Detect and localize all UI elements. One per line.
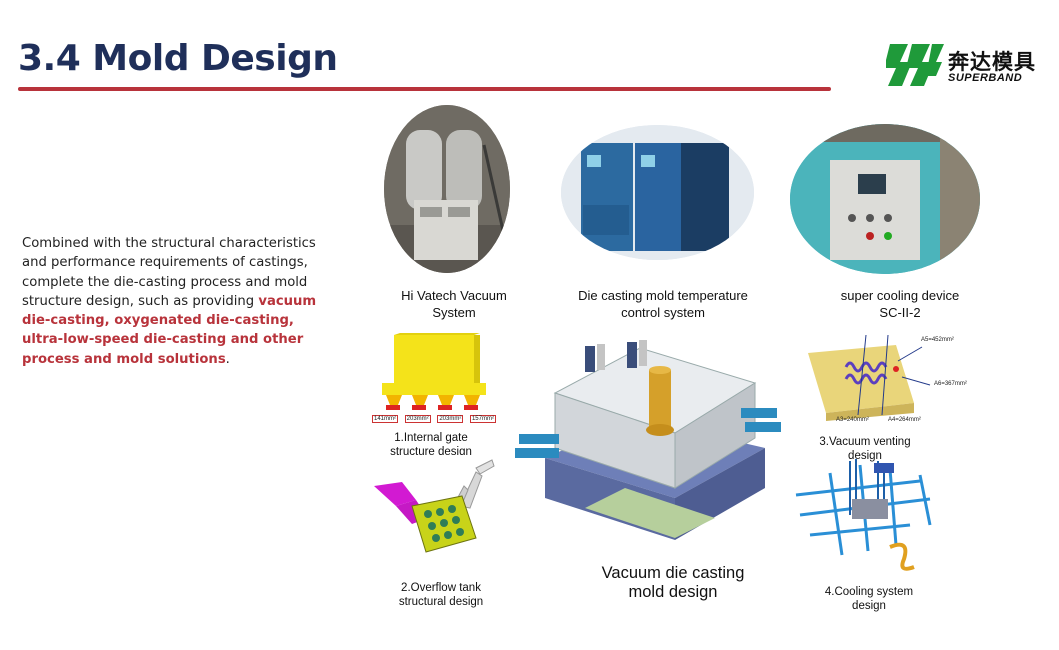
vacuum-venting-diagram: A5=452mm² A6=367mm² A3=240mm² A4=264mm² — [806, 333, 976, 428]
venting-label-a3: A3=240mm² — [836, 417, 869, 423]
cooling-device-caption: super cooling device SC-II-2 — [810, 287, 990, 321]
venting-label-a6: A6=367mm² — [934, 381, 967, 387]
overflow-tank-diagram — [372, 456, 498, 566]
description-highlight: vacuum die-casting, oxygenated die-casti… — [22, 293, 317, 367]
caption-line: 1.Internal gate — [394, 432, 468, 444]
venting-label-a5: A5=452mm² — [921, 337, 954, 343]
vacuum-mold-diagram — [515, 338, 785, 550]
title-underline — [18, 87, 831, 91]
caption-line: super cooling device — [840, 288, 960, 303]
caption-line: structural design — [398, 596, 484, 608]
vacuum-mold-caption: Vacuum die casting mold design — [580, 564, 766, 602]
cooling-system-caption: 4.Cooling system design — [806, 585, 932, 613]
gate-area-label: 203mm² — [437, 415, 464, 423]
cooling-system-diagram — [790, 455, 940, 580]
gate-area-label: 141mm² — [372, 415, 399, 423]
description-end: . — [225, 351, 230, 367]
superband-logo: 奔达模具 SUPERBAND — [884, 42, 1046, 88]
caption-line: 2.Overflow tank — [401, 582, 481, 594]
internal-gate-diagram: 141mm² 203mm² 203mm² 157mm² — [372, 333, 496, 428]
page-title: 3.4 Mold Design — [18, 38, 338, 79]
caption-line: 3.Vacuum venting — [819, 436, 911, 448]
vacuum-system-photo — [384, 105, 510, 273]
caption-line: control system — [621, 305, 705, 320]
temperature-control-photo — [561, 125, 754, 260]
logo-mark-icon — [884, 44, 944, 86]
temperature-control-caption: Die casting mold temperature control sys… — [563, 287, 763, 321]
logo-english-text: SUPERBAND — [948, 72, 1023, 84]
description-text: Combined with the structural characteris… — [22, 236, 316, 309]
gate-area-label: 203mm² — [404, 415, 431, 423]
vacuum-system-caption: Hi Vatech Vacuum System — [376, 287, 532, 321]
caption-line: Vacuum die casting — [601, 564, 745, 582]
gate-area-label: 157mm² — [469, 415, 496, 423]
caption-line: Hi Vatech Vacuum — [401, 288, 507, 303]
overflow-tank-caption: 2.Overflow tank structural design — [376, 581, 506, 609]
caption-line: design — [852, 600, 886, 612]
internal-gate-caption: 1.Internal gate structure design — [366, 431, 496, 455]
caption-line: SC-II-2 — [879, 305, 921, 320]
venting-label-a4: A4=264mm² — [888, 417, 921, 423]
caption-line: structure design — [390, 446, 472, 455]
caption-line: mold design — [628, 583, 718, 601]
caption-line: Die casting mold temperature — [578, 288, 748, 303]
gate-area-labels: 141mm² 203mm² 203mm² 157mm² — [372, 415, 496, 423]
description-paragraph: Combined with the structural characteris… — [22, 234, 322, 369]
logo-chinese-text: 奔达模具 — [948, 50, 1036, 74]
caption-line: 4.Cooling system — [824, 586, 914, 598]
caption-line: System — [432, 305, 476, 320]
cooling-device-photo — [790, 124, 980, 274]
